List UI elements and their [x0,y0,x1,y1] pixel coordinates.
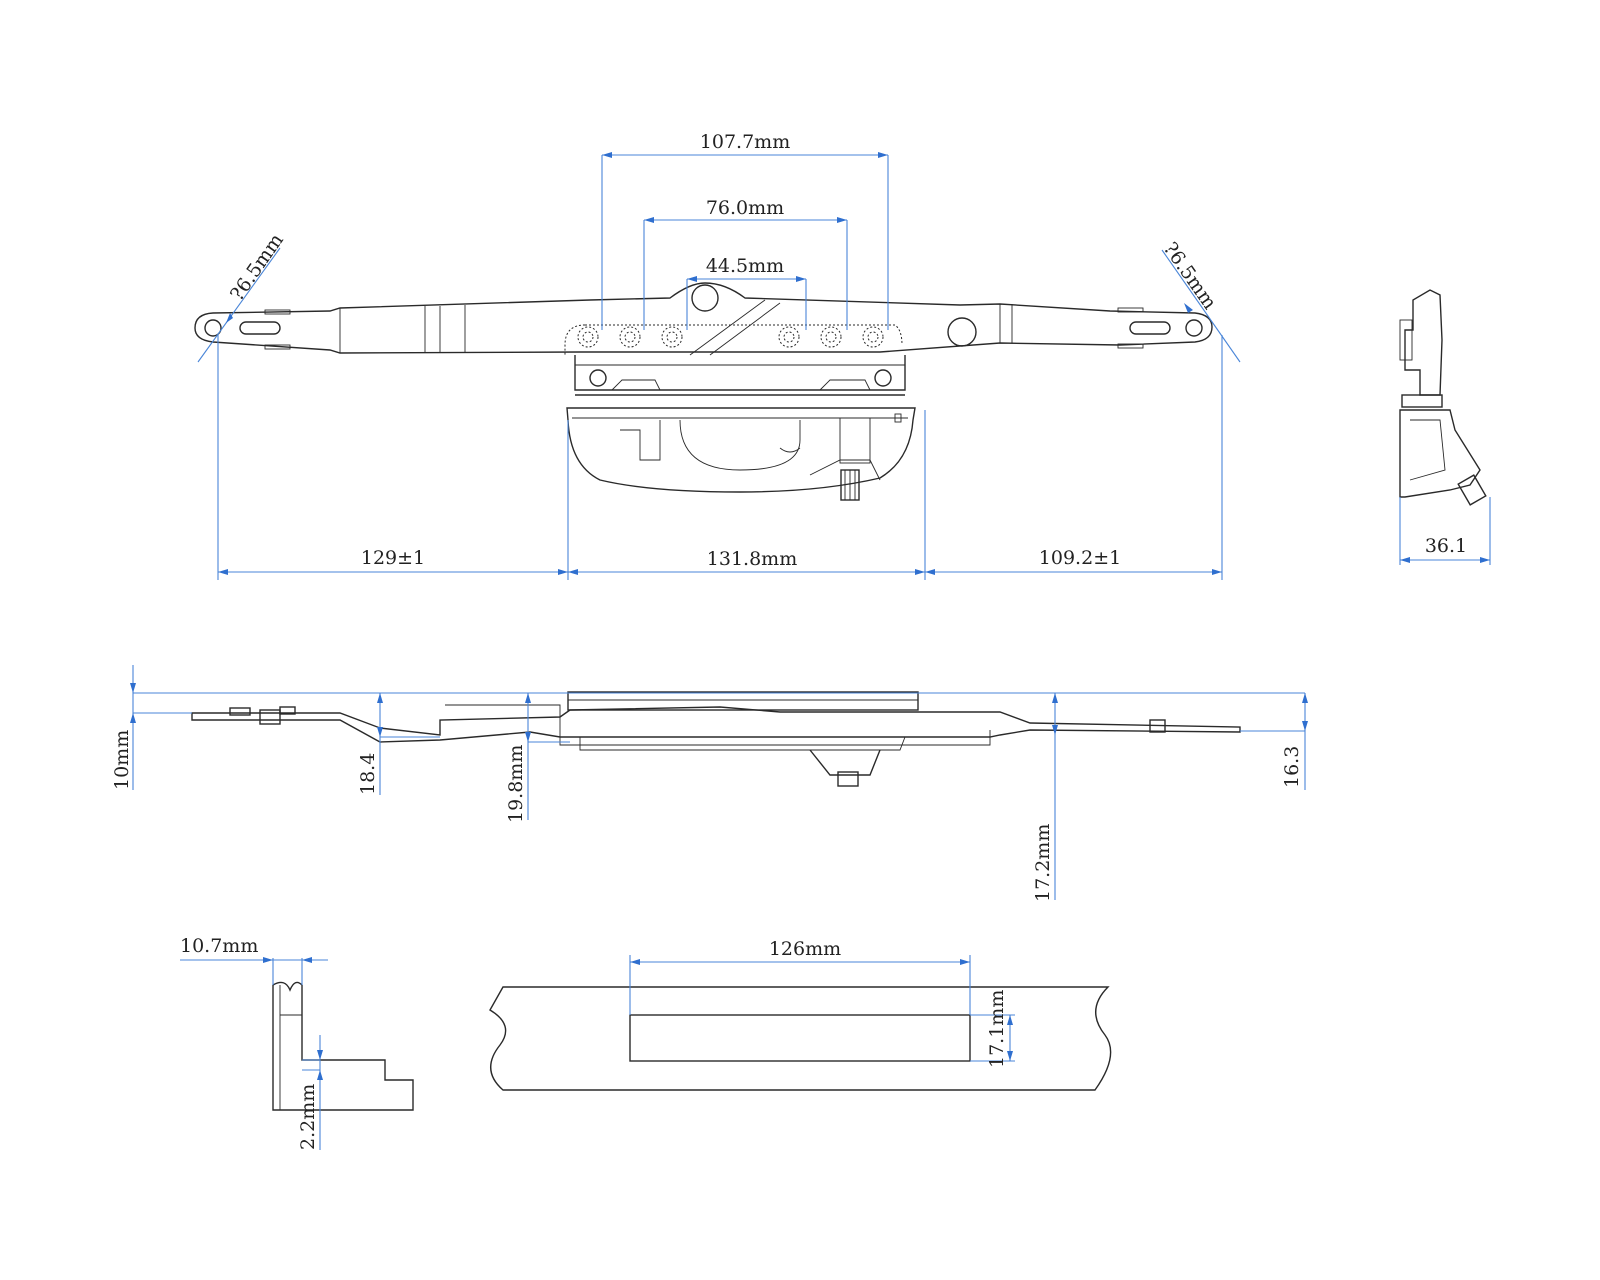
cutout-dimensions: 126mm 17.1mm [629,938,1015,1068]
dim-right-arm-label: 109.2±1 [1039,547,1121,569]
dim-left-pivot-label: ?6.5mm [226,230,288,305]
bracket-dimensions: 10.7mm 2.2mm [180,935,328,1150]
end-view-operator [1399,289,1487,506]
dim-depth-label: 36.1 [1425,535,1467,557]
dim-left-arm-label: 129±1 [361,547,425,569]
dim-17-2-label: 17.2mm [1032,824,1054,902]
top-view-operator [194,282,1213,501]
end-view-dimensions: 36.1 [1399,497,1491,565]
dim-16-3-label: 16.3 [1281,746,1303,788]
dim-hole-inner-label: 44.5mm [706,255,784,277]
side-view-operator [191,691,1241,787]
bracket-step-label: 2.2mm [297,1084,319,1150]
dim-body-label: 131.8mm [707,548,797,570]
mounting-holes [577,326,884,348]
dim-18-4-label: 18.4 [357,753,379,795]
dim-right-pivot-label: ?6.5mm [1159,238,1221,313]
cutout-detail [489,986,1112,1091]
cutout-height-label: 17.1mm [986,990,1008,1068]
dim-hole-outer-label: 107.7mm [700,131,790,153]
dim-hole-middle-label: 76.0mm [706,197,784,219]
bracket-width-label: 10.7mm [180,935,258,957]
top-view-dimensions: 107.7mm 76.0mm 44.5mm ?6.5mm ?6.5mm 129±… [197,131,1241,580]
side-view-dimensions: 10mm 18.4 19.8mm 17.2mm 16.3 [111,665,1308,902]
dim-19-8-label: 19.8mm [505,745,527,823]
dim-10-label: 10mm [111,730,133,790]
cutout-length-label: 126mm [769,938,841,960]
bracket-detail [272,981,414,1111]
